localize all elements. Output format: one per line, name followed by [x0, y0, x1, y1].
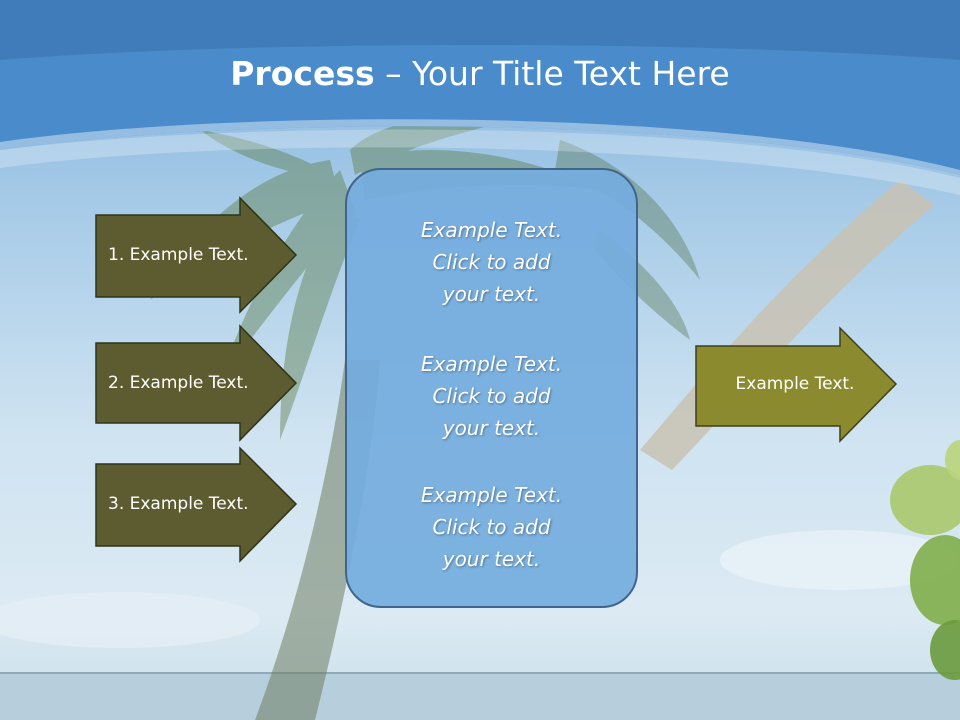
center-text-block-3[interactable]: Example Text. Click to add your text.: [347, 479, 636, 575]
input-arrow-1[interactable]: [95, 196, 298, 314]
input-arrow-3-label[interactable]: 3. Example Text.: [108, 494, 249, 514]
center-text-line: Click to add: [432, 250, 551, 274]
center-text-line: Example Text.: [420, 352, 563, 376]
input-arrow-2[interactable]: [95, 324, 298, 442]
title-rest: Your Title Text Here: [412, 54, 730, 93]
slide-title[interactable]: Process – Your Title Text Here: [0, 52, 960, 96]
center-text-line: Example Text.: [420, 483, 563, 507]
center-text-block-1[interactable]: Example Text. Click to add your text.: [347, 214, 636, 310]
input-arrow-3[interactable]: [95, 446, 298, 563]
center-text-line: Example Text.: [420, 218, 563, 242]
center-text-block-2[interactable]: Example Text. Click to add your text.: [347, 348, 636, 444]
center-text-line: your text.: [442, 282, 541, 306]
cloud: [720, 530, 960, 590]
center-text-line: your text.: [442, 547, 541, 571]
sea: [0, 672, 960, 720]
cloud: [0, 592, 260, 648]
title-bold: Process: [230, 54, 375, 93]
title-dash: –: [374, 54, 413, 93]
output-arrow[interactable]: [695, 326, 898, 443]
center-process-box[interactable]: Example Text. Click to add your text. Ex…: [345, 168, 638, 608]
center-text-line: Click to add: [432, 515, 551, 539]
center-text-line: your text.: [442, 416, 541, 440]
output-arrow-label[interactable]: Example Text.: [735, 374, 855, 394]
center-text-line: Click to add: [432, 384, 551, 408]
input-arrow-1-label[interactable]: 1. Example Text.: [108, 245, 249, 265]
tropical-leaves: [890, 440, 960, 680]
input-arrow-2-label[interactable]: 2. Example Text.: [108, 373, 249, 393]
